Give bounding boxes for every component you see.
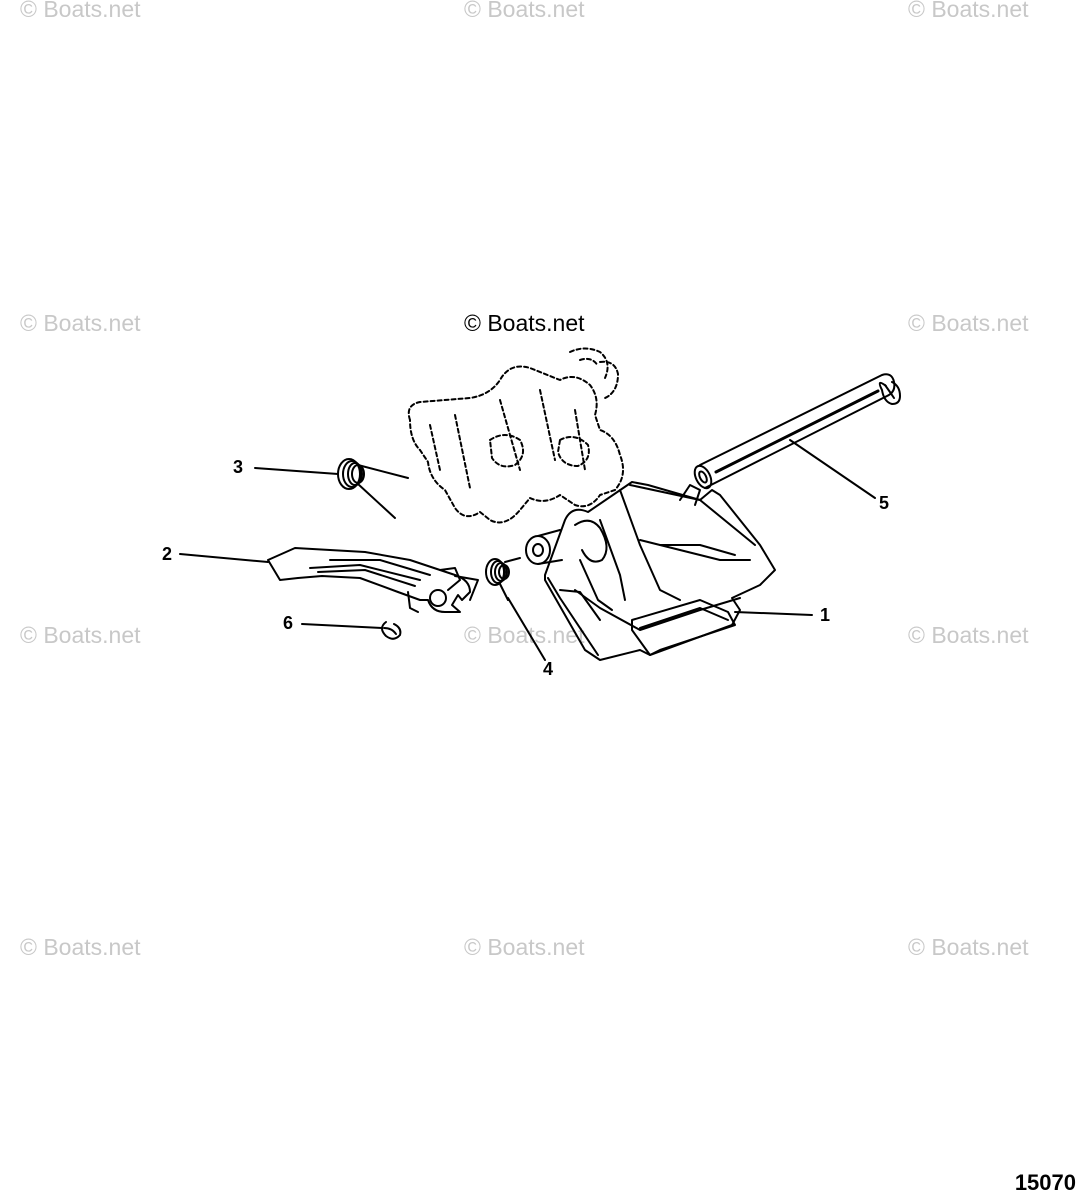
watermark-row4-right: © Boats.net (908, 934, 1029, 960)
pivot-pin (693, 373, 896, 490)
callout-1: 1 (820, 605, 831, 625)
watermark-row3-right: © Boats.net (908, 622, 1029, 648)
retaining-clip-right (878, 381, 901, 405)
watermark-top-center: © Boats.net (464, 0, 585, 22)
watermark-top-left: © Boats.net (20, 0, 141, 22)
cradle-bracket (525, 481, 776, 661)
watermark-row2-right: © Boats.net (908, 310, 1029, 336)
watermark-row4-left: © Boats.net (20, 934, 141, 960)
phantom-swivel-bracket (407, 347, 625, 524)
callout-3: 3 (233, 457, 244, 477)
torsion-spring-upper (337, 458, 409, 519)
lock-lever (267, 547, 479, 613)
callout-5: 5 (879, 493, 890, 513)
leader-lines (179, 439, 876, 661)
watermark-row2-left: © Boats.net (20, 310, 141, 336)
watermark-row4-center: © Boats.net (464, 934, 585, 960)
torsion-spring-lower (485, 557, 521, 601)
drawing-number: 15070 (1014, 1170, 1076, 1195)
leader-line-6 (301, 623, 383, 629)
leader-line-4 (507, 597, 546, 661)
leader-line-1 (734, 611, 813, 616)
callout-6: 6 (283, 613, 294, 633)
callout-2: 2 (162, 544, 173, 564)
watermark-center: © Boats.net (464, 310, 585, 336)
leader-line-3 (254, 467, 339, 475)
watermark-row3-left: © Boats.net (20, 622, 141, 648)
retaining-clip (381, 621, 402, 640)
leader-line-2 (179, 553, 269, 563)
callout-4: 4 (543, 659, 554, 679)
leader-line-5 (789, 439, 876, 499)
watermark-top-right: © Boats.net (908, 0, 1029, 22)
